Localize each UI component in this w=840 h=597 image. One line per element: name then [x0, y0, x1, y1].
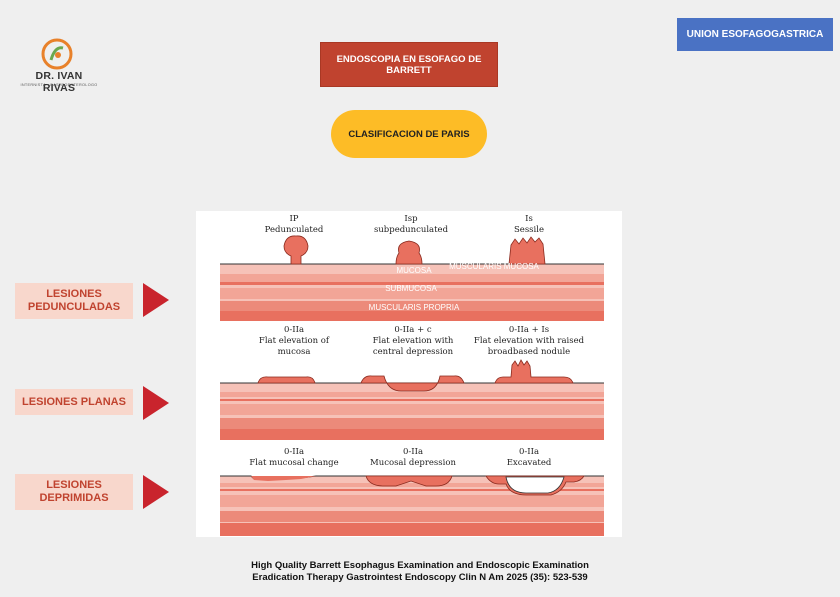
- lesion-isp: [395, 240, 423, 265]
- label-row3-b-desc: Mucosal depression: [370, 458, 456, 468]
- logo-subtitle: INTERNISTA · GASTROENTEROLOGO: [20, 83, 98, 87]
- label-0-iia-is-desc2: broadbased nodule: [488, 347, 570, 357]
- logo: DR. IVAN RIVAS INTERNISTA · GASTROENTERO…: [18, 38, 100, 94]
- layer-mucosa-label: MUCOSA: [396, 266, 432, 275]
- lesion-0-iia-c: [360, 375, 465, 392]
- lesion-0-iia-depression: [365, 475, 453, 487]
- union-esofagogastrica-button[interactable]: UNION ESOFAGOGASTRICA: [677, 18, 833, 51]
- label-row3-b-code: 0-IIa: [403, 447, 423, 457]
- label-isp-code: Isp: [404, 214, 418, 224]
- label-is-desc: Sessile: [514, 225, 544, 235]
- label-0-iia-desc1: Flat elevation of: [259, 336, 330, 346]
- label-0-iia-is-code: 0-IIa + Is: [509, 325, 549, 335]
- paris-classification-badge: CLASIFICACION DE PARIS: [331, 110, 487, 158]
- label-row3-c-desc: Excavated: [507, 458, 552, 468]
- slide-title: ENDOSCOPIA EN ESOFAGO DE BARRETT: [320, 42, 498, 87]
- lesion-0-iia: [257, 376, 316, 384]
- label-0-iia-c-desc2: central depression: [373, 347, 454, 357]
- arrow-right-icon: [143, 386, 169, 420]
- layer-muscularis-mucosa-label: MUSCULARIS MUCOSA: [449, 262, 539, 271]
- lesion-0-iia-excavated-crater: [505, 476, 565, 494]
- reference-line-2: Eradication Therapy Gastrointest Endosco…: [252, 572, 588, 583]
- layer-muscularis-propria-label: MUSCULARIS PROPRIA: [369, 303, 460, 312]
- paris-diagram: IP Pedunculated Isp subpedunculated Is S…: [220, 214, 604, 536]
- label-0-iia-desc2: mucosa: [278, 347, 311, 357]
- label-0-iia-c-desc1: Flat elevation with: [373, 336, 454, 346]
- lesion-0-iia-flat: [251, 476, 316, 481]
- label-row3-a-code: 0-IIa: [284, 447, 304, 457]
- label-ip-desc: Pedunculated: [265, 225, 324, 235]
- reference: High Quality Barrett Esophagus Examinati…: [200, 560, 640, 584]
- category-deprimidas: LESIONES DEPRIMIDAS: [15, 474, 133, 510]
- label-row3-c-code: 0-IIa: [519, 447, 539, 457]
- arrow-right-icon: [143, 475, 169, 509]
- category-planas: LESIONES PLANAS: [15, 389, 133, 415]
- label-0-iia-is-desc1: Flat elevation with raised: [474, 336, 585, 346]
- label-is-code: Is: [525, 214, 533, 224]
- label-0-iia-c-code: 0-IIa + c: [394, 325, 432, 335]
- lesion-ip: [283, 235, 309, 265]
- lesion-0-iia-is: [494, 359, 574, 384]
- logo-name: DR. IVAN RIVAS: [35, 70, 83, 94]
- tissue-row-1: [220, 263, 604, 321]
- paris-classification-figure: IP Pedunculated Isp subpedunculated Is S…: [196, 211, 622, 537]
- arrow-right-icon: [143, 283, 169, 317]
- category-pedunculadas: LESIONES PEDUNCULADAS: [15, 283, 133, 319]
- label-isp-desc: subpedunculated: [374, 225, 449, 235]
- label-0-iia-code: 0-IIa: [284, 325, 304, 335]
- tissue-row-3: [220, 476, 604, 536]
- label-ip-code: IP: [289, 214, 298, 224]
- logo-mark-icon: [41, 38, 73, 70]
- label-row3-a-desc: Flat mucosal change: [249, 458, 338, 468]
- layer-submucosa-label: SUBMUCOSA: [385, 284, 437, 293]
- lesion-is: [508, 236, 546, 265]
- tissue-row-2: [220, 382, 604, 440]
- reference-line-1: High Quality Barrett Esophagus Examinati…: [251, 560, 589, 571]
